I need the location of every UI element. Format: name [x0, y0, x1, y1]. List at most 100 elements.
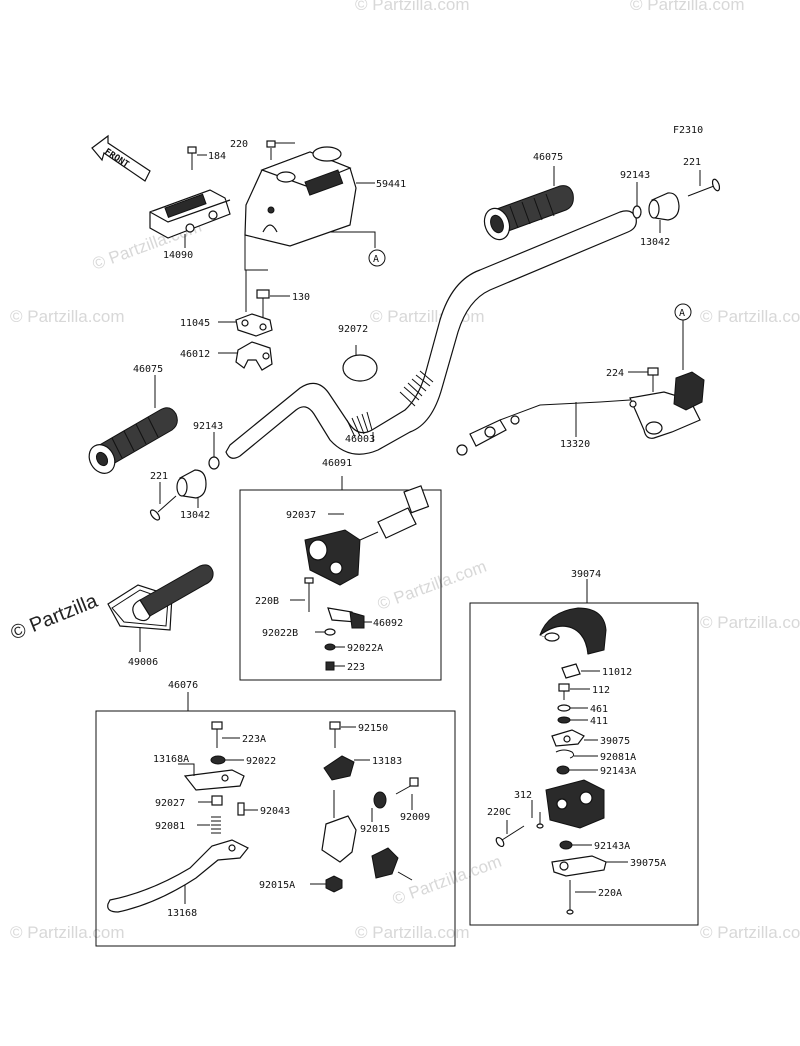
washer-92022a	[324, 643, 336, 651]
label-92043: 92043	[260, 806, 290, 817]
watermark: © Partzilla.com	[700, 923, 800, 942]
label-221-top: 221	[683, 157, 701, 168]
clamp-upper-11045	[235, 313, 273, 337]
label-59441: 59441	[376, 179, 406, 190]
plate-39075	[551, 729, 585, 747]
label-46003: 46003	[345, 434, 375, 445]
callout-a-label: A	[373, 254, 379, 265]
bolt-221-top	[687, 178, 721, 197]
bolt-220a	[566, 880, 574, 915]
bolt-223a	[211, 721, 223, 748]
box-39074	[469, 602, 699, 926]
figure-code: F2310	[673, 125, 703, 136]
weight-13042-left	[176, 469, 207, 499]
box-46091	[239, 489, 442, 681]
cable-13320	[456, 399, 631, 456]
watermark: © Partzilla.com	[700, 307, 800, 326]
washer-92143a-2	[559, 840, 573, 850]
label-49006: 49006	[128, 657, 158, 668]
label-11045: 11045	[180, 318, 210, 329]
label-184: 184	[208, 151, 226, 162]
label-461: 461	[590, 704, 608, 715]
nut-223	[325, 661, 335, 671]
watermark: © Partzilla.com	[375, 557, 489, 614]
housing-39074	[545, 779, 605, 829]
label-92009: 92009	[400, 812, 430, 823]
label-13042-top: 13042	[640, 237, 670, 248]
label-14090: 14090	[163, 250, 193, 261]
label-46092: 46092	[373, 618, 403, 629]
watermark: © Partzilla.com	[355, 923, 470, 942]
guard-49006	[107, 564, 214, 631]
label-92015: 92015	[360, 824, 390, 835]
label-220B: 220B	[255, 596, 279, 607]
lever-13168	[107, 839, 249, 913]
weight-13042-top	[648, 192, 680, 221]
callout-a-label-2: A	[679, 308, 685, 319]
watermark-dark: © Partzilla	[8, 590, 102, 645]
label-224: 224	[606, 368, 624, 379]
clamp-lower-46012	[235, 341, 273, 371]
label-130: 130	[292, 292, 310, 303]
callout-a-2	[674, 303, 692, 321]
bracket-14090	[149, 189, 231, 239]
bolt-220c	[495, 825, 525, 848]
label-92081A: 92081A	[600, 752, 636, 763]
label-46075-top: 46075	[533, 152, 563, 163]
band-92072	[342, 345, 378, 382]
label-13168: 13168	[167, 908, 197, 919]
label-312: 312	[514, 790, 532, 801]
plate-13168a	[183, 769, 245, 791]
label-92022A: 92022A	[347, 643, 383, 654]
label-92022B: 92022B	[262, 628, 298, 639]
label-223A: 223A	[242, 734, 266, 745]
label-39074: 39074	[571, 569, 601, 580]
adjuster-92015	[373, 791, 387, 809]
watermark: © Partzilla.com	[10, 923, 125, 942]
label-46075-left: 46075	[133, 364, 163, 375]
watermarks: © Partzilla.com © Partzilla.com © Partzi…	[8, 0, 800, 942]
watermark: © Partzilla.com	[10, 307, 125, 326]
label-223: 223	[347, 662, 365, 673]
label-92143A-2: 92143A	[594, 841, 630, 852]
cover-39074	[539, 607, 607, 655]
label-92015A: 92015A	[259, 880, 295, 891]
label-92143A-1: 92143A	[600, 766, 636, 777]
label-221-left: 221	[150, 471, 168, 482]
bolt-220	[266, 140, 295, 160]
watermark: © Partzilla.com	[700, 613, 800, 632]
handlebar-cover	[244, 146, 357, 247]
switch-13183	[323, 755, 355, 781]
label-46091: 46091	[322, 458, 352, 469]
label-92037: 92037	[286, 510, 316, 521]
watermark: © Partzilla.com	[630, 0, 745, 14]
spring-92081	[211, 816, 221, 834]
bolt-184	[187, 146, 207, 170]
label-220A: 220A	[598, 888, 622, 899]
label-46012: 46012	[180, 349, 210, 360]
washer-92143-top	[632, 205, 642, 219]
plate-11012	[561, 663, 581, 679]
label-220: 220	[230, 139, 248, 150]
nut-92015a	[325, 875, 343, 893]
bolt-224	[647, 367, 659, 392]
label-13168A: 13168A	[153, 754, 189, 765]
bolt-holder	[397, 871, 413, 881]
lever-39075a	[551, 855, 607, 877]
watermark: © Partzilla.com	[390, 852, 504, 909]
lever-holder	[321, 790, 399, 879]
watermark: © Partzilla.com	[355, 0, 470, 14]
grip-left-46075	[88, 407, 178, 474]
label-92081: 92081	[155, 821, 185, 832]
label-220C: 220C	[487, 807, 511, 818]
label-11012: 11012	[602, 667, 632, 678]
washer-92022	[210, 755, 226, 765]
label-13320: 13320	[560, 439, 590, 450]
label-92150: 92150	[358, 723, 388, 734]
bolt-221-left	[149, 495, 177, 521]
label-92022: 92022	[246, 756, 276, 767]
label-13183: 13183	[372, 756, 402, 767]
label-92027: 92027	[155, 798, 185, 809]
bolt-112	[558, 683, 570, 700]
